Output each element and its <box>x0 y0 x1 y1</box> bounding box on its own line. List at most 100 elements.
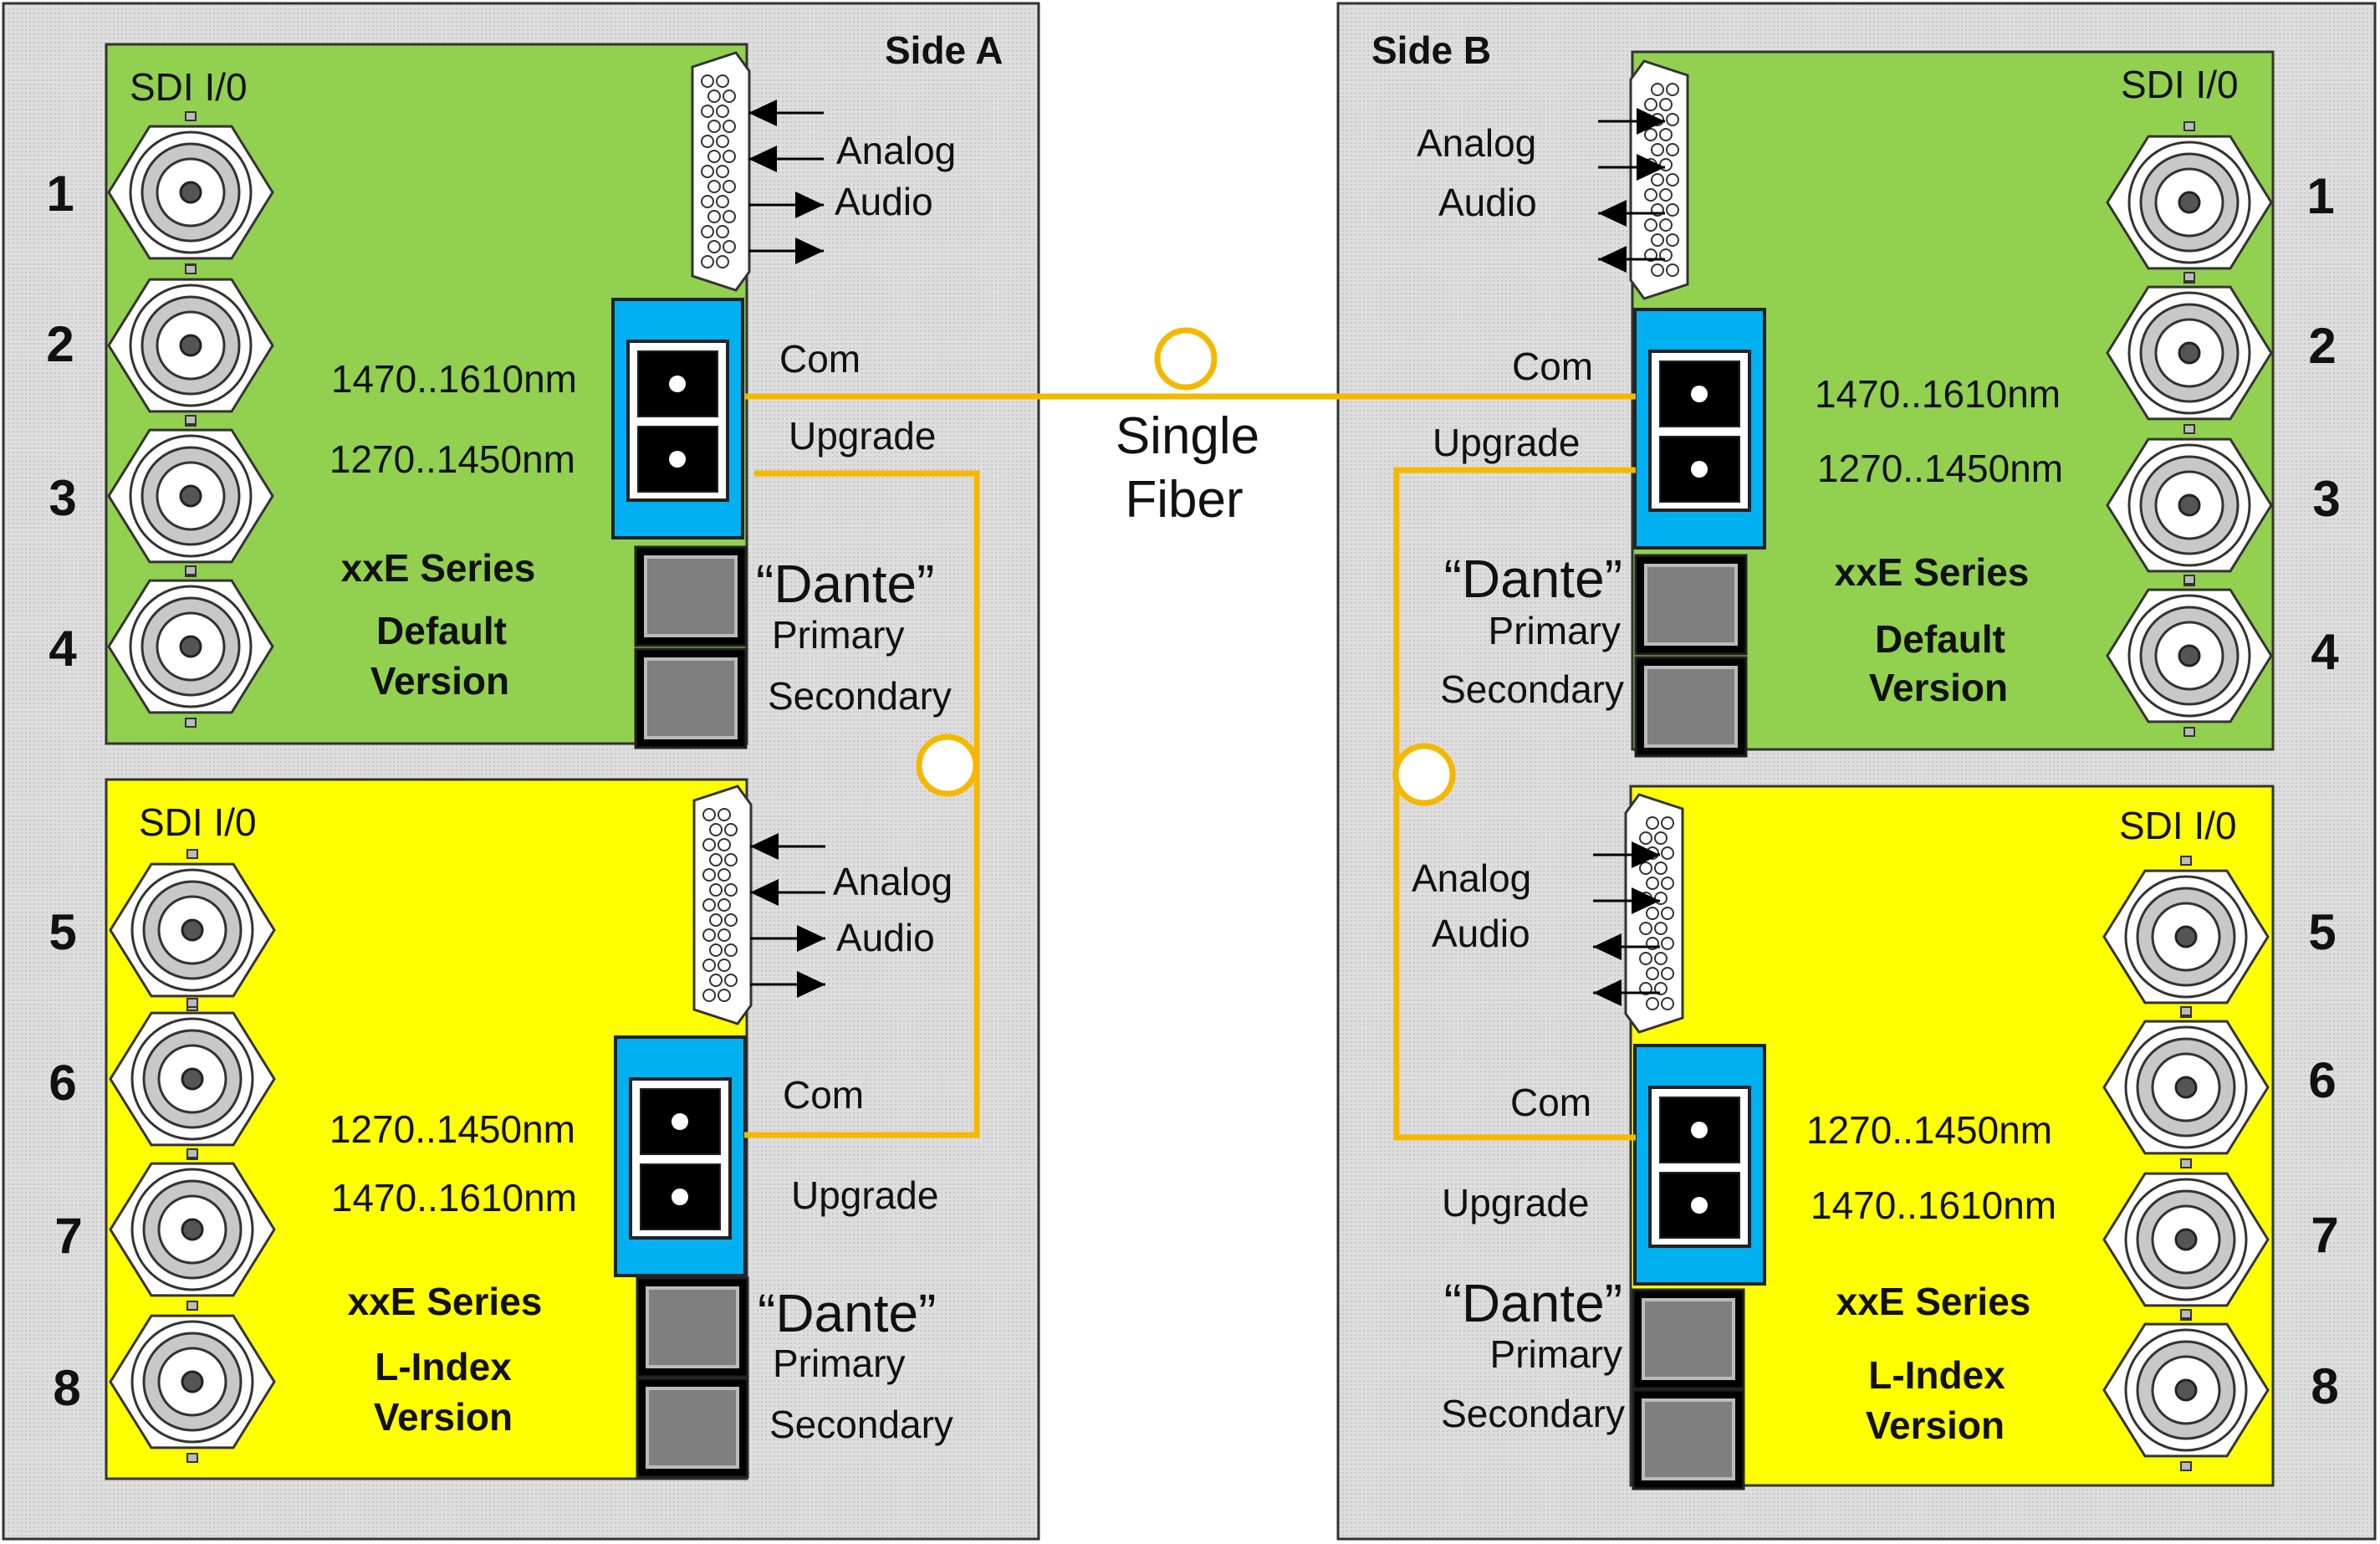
bnc-connector-5[interactable] <box>109 849 276 1011</box>
dante-primary-port[interactable] <box>636 1276 749 1378</box>
version-line1: L-Index <box>1868 1353 2005 1397</box>
dante-label: “Dante” <box>1444 549 1622 609</box>
secondary-label: Secondary <box>1441 1392 1625 1435</box>
dante-primary-port[interactable] <box>1634 554 1748 656</box>
analog-audio-connector[interactable] <box>1629 59 1689 300</box>
secondary-label: Secondary <box>1440 667 1624 711</box>
bnc-connector-6[interactable] <box>109 998 276 1160</box>
version-line2: Version <box>1869 666 2008 709</box>
side-a-card-l-index: SDI I/0 5 6 7 8 Analog Audio Com Upgrade… <box>49 778 953 1480</box>
wavelength-bottom: 1470..1610nm <box>1811 1184 2056 1227</box>
side-b-panel: Side B SDI I/0 1 2 3 4 Analog Audio Com … <box>1336 2 2377 1541</box>
analog-label: Analog <box>833 860 953 903</box>
wavelength-bottom: 1470..1610nm <box>331 1176 577 1219</box>
sdi-io-label: SDI I/0 <box>2119 804 2237 847</box>
secondary-label: Secondary <box>768 674 952 718</box>
wavelength-top: 1270..1450nm <box>329 1107 575 1151</box>
analog-audio-connector[interactable] <box>1624 793 1684 1034</box>
primary-label: Primary <box>1489 609 1621 652</box>
port-number-5: 5 <box>49 904 76 960</box>
series-label: xxE Series <box>1836 1280 2031 1323</box>
sdi-io-label: SDI I/0 <box>2121 63 2239 106</box>
analog-label: Analog <box>1417 121 1536 165</box>
port-number-1: 1 <box>46 166 74 222</box>
version-line2: Version <box>370 659 509 703</box>
com-label: Com <box>1512 345 1593 388</box>
upgrade-label: Upgrade <box>791 1173 938 1217</box>
audio-label: Audio <box>836 916 935 959</box>
side-b-loopback-fiber <box>1393 467 1636 1141</box>
port-number-8: 8 <box>2311 1358 2338 1414</box>
bnc-connector-8[interactable] <box>109 1301 276 1463</box>
bnc-connector-1[interactable] <box>107 111 274 274</box>
series-label: xxE Series <box>1835 550 2030 594</box>
audio-label: Audio <box>1438 181 1537 224</box>
loopback-splice-circle-a <box>916 734 979 797</box>
analog-audio-arrows <box>1593 841 1660 1006</box>
dante-secondary-port[interactable] <box>1632 1388 1745 1490</box>
port-number-7: 7 <box>54 1208 82 1264</box>
side-a-panel: Side A SDI I/0 1 2 3 4 Analog Audio Com … <box>2 2 1040 1541</box>
bnc-connector-2[interactable] <box>2106 272 2273 434</box>
bnc-connector-4[interactable] <box>107 565 274 728</box>
port-number-4: 4 <box>2311 624 2339 680</box>
dante-secondary-port[interactable] <box>1634 656 1748 758</box>
fiber-lines <box>744 393 1636 1141</box>
upgrade-label: Upgrade <box>1433 421 1580 464</box>
analog-audio-connector[interactable] <box>692 785 753 1025</box>
wavelength-bottom: 1270..1450nm <box>329 437 575 481</box>
port-number-6: 6 <box>2308 1052 2336 1108</box>
upgrade-label: Upgrade <box>1442 1181 1589 1224</box>
sdi-io-label: SDI I/0 <box>139 800 257 844</box>
dante-label: “Dante” <box>758 1283 936 1343</box>
com-label: Com <box>1510 1081 1591 1124</box>
version-line2: Version <box>1866 1403 2005 1447</box>
bnc-connector-8[interactable] <box>2102 1309 2270 1471</box>
side-b-card-default: SDI I/0 1 2 3 4 Analog Audio Com Upgrade… <box>1417 50 2341 758</box>
dante-primary-port[interactable] <box>634 545 748 647</box>
secondary-label: Secondary <box>769 1403 953 1446</box>
bnc-connector-7[interactable] <box>2102 1158 2270 1321</box>
bnc-connector-1[interactable] <box>2106 121 2273 284</box>
dante-primary-port[interactable] <box>1632 1288 1745 1390</box>
primary-label: Primary <box>772 613 904 657</box>
port-number-5: 5 <box>2308 904 2336 960</box>
com-label: Com <box>783 1073 864 1117</box>
single-fiber-label-line2: Fiber <box>1125 471 1243 529</box>
wavelength-bottom: 1270..1450nm <box>1817 447 2063 490</box>
fiber-splice-circle <box>1154 327 1218 391</box>
analog-label: Analog <box>836 129 956 172</box>
bnc-connector-5[interactable] <box>2102 856 2270 1018</box>
sfp-fiber-module[interactable] <box>1633 1044 1766 1286</box>
dante-secondary-port[interactable] <box>634 647 748 749</box>
port-number-2: 2 <box>2308 318 2336 374</box>
dante-secondary-port[interactable] <box>636 1377 749 1479</box>
loopback-splice-circle-b <box>1392 743 1456 806</box>
analog-audio-connector[interactable] <box>691 51 751 292</box>
port-number-3: 3 <box>49 470 76 526</box>
bnc-connector-6[interactable] <box>2102 1006 2270 1168</box>
single-fiber-label-line1: Single <box>1116 407 1259 465</box>
sfp-fiber-module[interactable] <box>1633 308 1766 550</box>
version-line1: L-Index <box>375 1345 512 1388</box>
analog-audio-arrows <box>1598 108 1665 273</box>
upgrade-label: Upgrade <box>789 414 936 458</box>
port-number-6: 6 <box>49 1055 76 1111</box>
wavelength-top: 1470..1610nm <box>331 357 577 401</box>
port-number-7: 7 <box>2311 1207 2338 1263</box>
primary-label: Primary <box>1490 1332 1622 1376</box>
sfp-fiber-module[interactable] <box>614 1035 747 1277</box>
version-line1: Default <box>1875 617 2005 661</box>
dante-label: “Dante” <box>1444 1273 1622 1333</box>
port-number-3: 3 <box>2312 471 2340 527</box>
bnc-connector-3[interactable] <box>107 415 274 577</box>
port-number-2: 2 <box>46 316 74 372</box>
bnc-connector-4[interactable] <box>2106 575 2273 737</box>
bnc-connector-7[interactable] <box>109 1148 276 1311</box>
side-a-loopback-fiber <box>744 470 980 1138</box>
side-a-title: Side A <box>885 28 1003 72</box>
bnc-connector-3[interactable] <box>2106 424 2273 586</box>
sfp-fiber-module[interactable] <box>611 298 744 539</box>
bnc-connector-2[interactable] <box>107 264 274 427</box>
